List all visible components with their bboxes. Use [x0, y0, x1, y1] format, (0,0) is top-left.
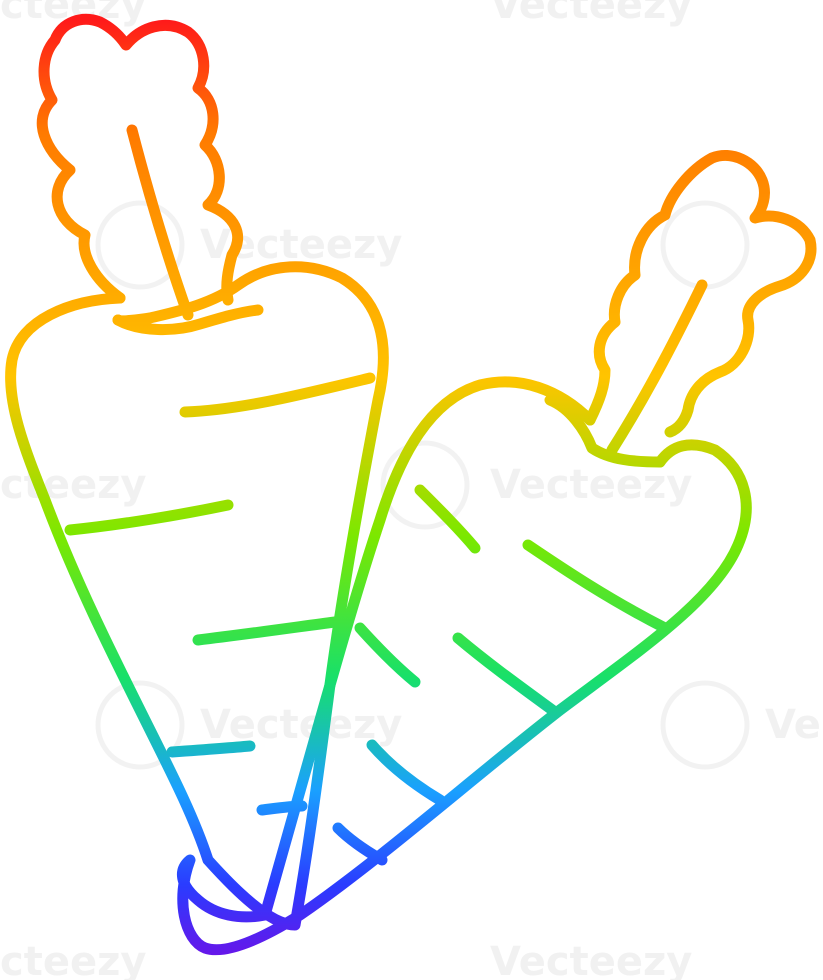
right-carrot [177, 149, 817, 956]
watermark-text-partial: cteezy [0, 462, 146, 508]
right-carrot-crown [544, 394, 666, 468]
right-carrot-ridge [354, 622, 421, 688]
right-carrot-leaf-vein [606, 279, 708, 456]
left-carrot-crown [112, 304, 264, 336]
right-carrot-ridge [522, 539, 671, 634]
right-carrot-body [177, 376, 752, 956]
right-carrot-ridge [366, 739, 446, 806]
watermark-logo-icon [380, 440, 470, 530]
watermark-text: Vecteezy [200, 702, 402, 748]
watermark-text: Vecteezy [490, 0, 692, 28]
left-carrot-ridge [64, 499, 234, 536]
watermark-text-partial: Ve [765, 702, 821, 748]
left-carrot-body [5, 261, 389, 931]
right-carrot-ridge [414, 484, 481, 554]
left-carrot-leaf-vein [126, 124, 194, 321]
watermark-text: Vecteezy [490, 462, 692, 508]
left-carrot-ridge [166, 740, 256, 758]
watermark-text: Vecteezy [490, 939, 692, 980]
watermark-logo-icon [660, 200, 750, 290]
watermark-logo-icon [95, 200, 185, 290]
left-carrot-leaf [36, 13, 244, 306]
left-carrot-ridge [192, 616, 341, 646]
left-carrot-ridge [179, 372, 376, 418]
left-carrot [5, 13, 389, 931]
right-carrot-leaf [584, 149, 817, 438]
watermark-logo-icon [660, 680, 750, 770]
watermark-logo-icon [95, 680, 185, 770]
right-carrot-ridge [332, 822, 388, 866]
right-carrot-ridge [452, 632, 561, 718]
watermark-text-partial: cteezy [0, 939, 146, 980]
